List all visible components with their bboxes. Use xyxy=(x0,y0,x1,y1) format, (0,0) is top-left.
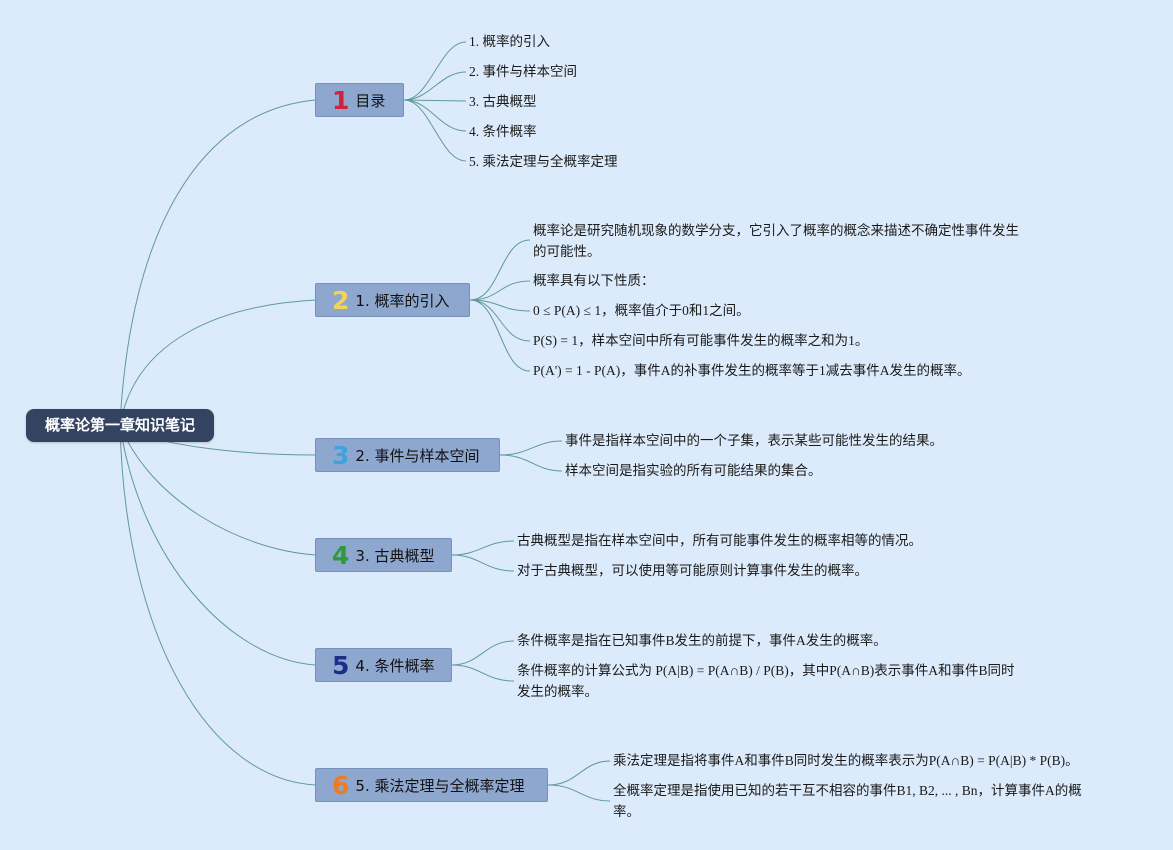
topic-node-conditional[interactable]: 5 4. 条件概率 xyxy=(315,648,452,682)
topic-label: 2. 事件与样本空间 xyxy=(355,446,480,465)
leaf-item[interactable]: 全概率定理是指使用已知的若干互不相容的事件B1, B2, ... , Bn，计算… xyxy=(613,783,1082,819)
leaf-item[interactable]: 乘法定理是指将事件A和事件B同时发生的概率表示为P(A∩B) = P(A|B) … xyxy=(613,753,1079,768)
leaf-item[interactable]: P(A') = 1 - P(A)，事件A的补事件发生的概率等于1减去事件A发生的… xyxy=(533,363,971,378)
topic-label: 5. 乘法定理与全概率定理 xyxy=(355,776,525,795)
leaf-item[interactable]: P(S) = 1，样本空间中所有可能事件发生的概率之和为1。 xyxy=(533,333,869,348)
root-link-6 xyxy=(119,424,317,786)
root-link-1 xyxy=(119,99,317,426)
topic-label: 4. 条件概率 xyxy=(355,656,435,675)
root-link-4 xyxy=(119,424,317,556)
topic-label: 目录 xyxy=(355,91,386,110)
topic-node-events[interactable]: 3 2. 事件与样本空间 xyxy=(315,438,500,472)
root-link-5 xyxy=(119,424,317,666)
leaf-item[interactable]: 条件概率的计算公式为 P(A|B) = P(A∩B) / P(B)，其中P(A∩… xyxy=(517,663,1015,699)
leaf-item[interactable]: 4. 条件概率 xyxy=(469,124,537,139)
leaf-item[interactable]: 概率具有以下性质： xyxy=(533,273,655,288)
leaf-item[interactable]: 事件是指样本空间中的一个子集，表示某些可能性发生的结果。 xyxy=(565,433,943,448)
topic-label: 3. 古典概型 xyxy=(355,546,435,565)
number-5-icon: 5 xyxy=(332,650,350,680)
leaf-item[interactable]: 1. 概率的引入 xyxy=(469,34,550,49)
leaf-item[interactable]: 概率论是研究随机现象的数学分支，它引入了概率的概念来描述不确定性事件发生的可能性… xyxy=(533,223,1019,259)
leaf-item[interactable]: 2. 事件与样本空间 xyxy=(469,64,577,79)
topic-node-toc[interactable]: 1 目录 xyxy=(315,83,404,117)
leaf-item[interactable]: 样本空间是指实验的所有可能结果的集合。 xyxy=(565,463,822,478)
topic-node-intro[interactable]: 2 1. 概率的引入 xyxy=(315,283,470,317)
number-2-icon: 2 xyxy=(332,285,350,315)
root-node[interactable]: 概率论第一章知识笔记 xyxy=(26,409,214,442)
leaf-item[interactable]: 0 ≤ P(A) ≤ 1，概率值介于0和1之间。 xyxy=(533,303,750,318)
leaf-item[interactable]: 古典概型是指在样本空间中，所有可能事件发生的概率相等的情况。 xyxy=(517,533,922,548)
leaf-item[interactable]: 条件概率是指在已知事件B发生的前提下，事件A发生的概率。 xyxy=(517,633,887,648)
number-3-icon: 3 xyxy=(332,440,350,470)
leaf-item[interactable]: 3. 古典概型 xyxy=(469,94,537,109)
topic-node-multiplication[interactable]: 6 5. 乘法定理与全概率定理 xyxy=(315,768,548,802)
number-4-icon: 4 xyxy=(332,540,350,570)
number-1-icon: 1 xyxy=(332,85,350,115)
leaf-item[interactable]: 对于古典概型，可以使用等可能原则计算事件发生的概率。 xyxy=(517,563,868,578)
leaf-item[interactable]: 5. 乘法定理与全概率定理 xyxy=(469,154,618,169)
number-6-icon: 6 xyxy=(332,770,350,800)
topic-label: 1. 概率的引入 xyxy=(355,291,450,310)
root-link-2 xyxy=(119,299,317,426)
topic-node-classical[interactable]: 4 3. 古典概型 xyxy=(315,538,452,572)
